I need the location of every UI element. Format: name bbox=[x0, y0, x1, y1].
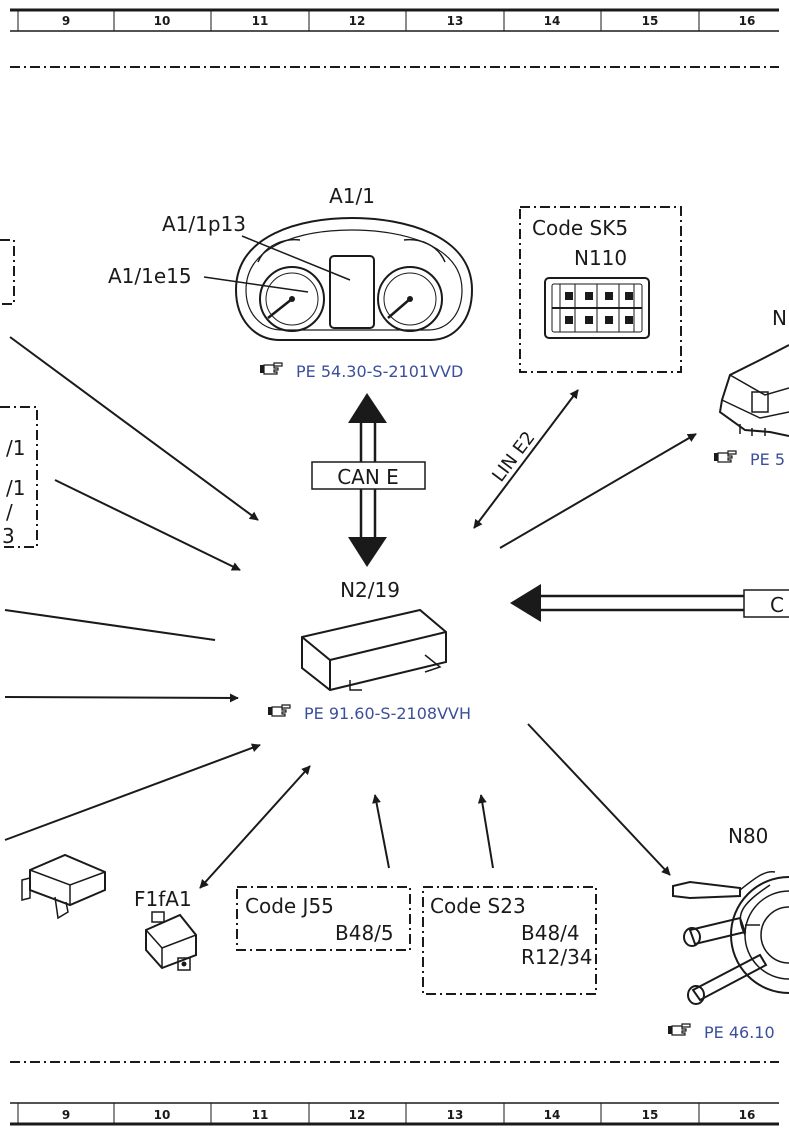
left-partial-text-1: /1 bbox=[6, 436, 25, 460]
left-partial-text-3: / bbox=[6, 500, 13, 524]
arrow-to-right-module bbox=[499, 433, 697, 549]
instrument-cluster-icon bbox=[234, 216, 474, 341]
code-sk5-box bbox=[519, 206, 682, 373]
arrow-j55 bbox=[372, 794, 390, 869]
b48-5-label: B48/5 bbox=[335, 921, 394, 945]
can-e-label: CAN E bbox=[337, 465, 399, 489]
ruler-top-11: 11 bbox=[252, 14, 269, 28]
n80-ref-link[interactable]: PE 46.10 bbox=[704, 1023, 775, 1042]
arrow-left-4 bbox=[4, 693, 239, 703]
center-module-icon bbox=[301, 608, 447, 692]
ruler-bottom: 9 10 11 12 13 14 15 16 bbox=[10, 1102, 779, 1126]
arrow-f1fa1 bbox=[199, 765, 311, 889]
ruler-bottom-16: 16 bbox=[739, 1108, 756, 1122]
f1fa1-label: F1fA1 bbox=[134, 887, 192, 911]
center-module-name: N2/19 bbox=[340, 578, 400, 602]
left-partial-text-2: /1 bbox=[6, 476, 25, 500]
ruler-top-12: 12 bbox=[349, 14, 366, 28]
j55-code-label: Code J55 bbox=[245, 894, 334, 918]
ruler-top-9: 9 bbox=[62, 14, 70, 28]
n110-label: N110 bbox=[574, 246, 627, 270]
arrow-left-2 bbox=[54, 479, 241, 571]
pointing-hand-icon bbox=[713, 450, 737, 463]
cluster-lamp-label: A1/1e15 bbox=[108, 264, 192, 288]
ruler-top: 9 10 11 12 13 14 15 16 bbox=[10, 8, 779, 32]
lin-e2-arrow bbox=[473, 389, 579, 529]
right-bus-label-box bbox=[743, 589, 789, 618]
steering-column-module-icon bbox=[672, 870, 789, 1005]
lin-e2-label: LIN E2 bbox=[488, 428, 539, 486]
ruler-top-13: 13 bbox=[447, 14, 464, 28]
cluster-ref-link[interactable]: PE 54.30-S-2101VVD bbox=[296, 362, 463, 381]
arrow-to-n80 bbox=[527, 723, 671, 876]
arrow-left-5 bbox=[4, 743, 261, 841]
right-module-partial-icon bbox=[718, 344, 789, 437]
pointing-hand-icon bbox=[667, 1023, 691, 1036]
ruler-bottom-15: 15 bbox=[642, 1108, 659, 1122]
r12-34-label: R12/34 bbox=[521, 945, 593, 969]
lamp-leader-line bbox=[203, 276, 309, 293]
line-left-3 bbox=[4, 609, 216, 641]
right-bus-label: C bbox=[770, 593, 784, 617]
ruler-bottom-13: 13 bbox=[447, 1108, 464, 1122]
pointing-hand-icon bbox=[267, 704, 291, 717]
b48-4-label: B48/4 bbox=[521, 921, 580, 945]
code-j55-box bbox=[236, 886, 411, 951]
ruler-bottom-14: 14 bbox=[544, 1108, 561, 1122]
can-e-label-box bbox=[311, 461, 426, 490]
right-module-name: N bbox=[772, 306, 787, 330]
ruler-bottom-10: 10 bbox=[154, 1108, 171, 1122]
ruler-bottom-11: 11 bbox=[252, 1108, 269, 1122]
pointer-leader-line bbox=[241, 235, 351, 281]
ruler-bottom-9: 9 bbox=[62, 1108, 70, 1122]
arrow-s23 bbox=[477, 794, 494, 869]
ruler-top-15: 15 bbox=[642, 14, 659, 28]
ruler-top-10: 10 bbox=[154, 14, 171, 28]
n110-module-icon bbox=[544, 277, 650, 339]
pointing-hand-icon bbox=[259, 362, 283, 375]
left-edge-box-upper bbox=[0, 239, 15, 305]
ruler-top-14: 14 bbox=[544, 14, 561, 28]
arrow-left-1 bbox=[9, 336, 259, 521]
sk5-code-label: Code SK5 bbox=[532, 216, 628, 240]
ruler-bottom-12: 12 bbox=[349, 1108, 366, 1122]
s23-code-label: Code S23 bbox=[430, 894, 526, 918]
code-s23-box bbox=[422, 886, 597, 995]
left-edge-box-lower bbox=[0, 406, 38, 548]
cluster-pointer-label: A1/1p13 bbox=[162, 212, 246, 236]
center-module-ref-link[interactable]: PE 91.60-S-2108VVH bbox=[304, 704, 471, 723]
cluster-name: A1/1 bbox=[329, 184, 375, 208]
right-module-ref-link[interactable]: PE 5 bbox=[750, 450, 785, 469]
sensor-bottom-left-icon bbox=[21, 853, 106, 920]
n80-label: N80 bbox=[728, 824, 768, 848]
left-partial-text-4: 3 bbox=[2, 524, 15, 548]
fuse-relay-icon bbox=[145, 911, 197, 971]
ruler-top-16: 16 bbox=[739, 14, 756, 28]
